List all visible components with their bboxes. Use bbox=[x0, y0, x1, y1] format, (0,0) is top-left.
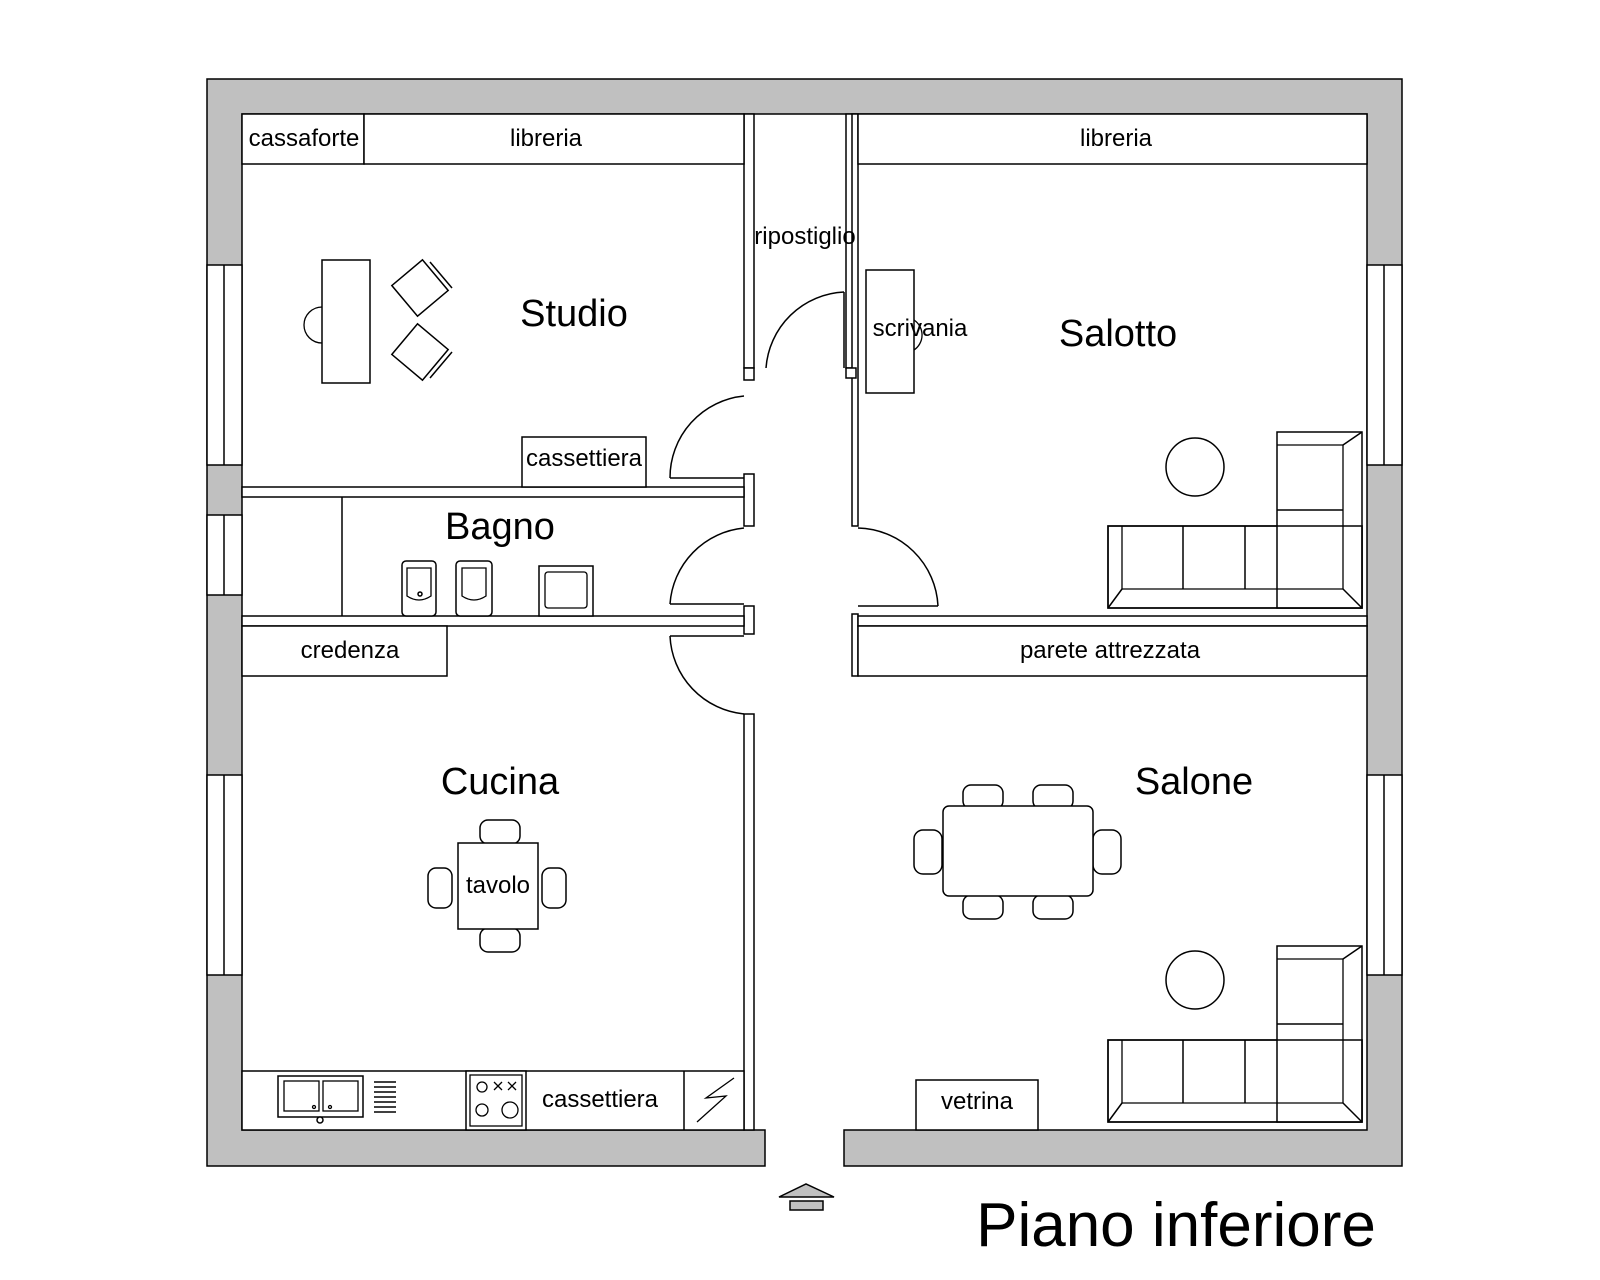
bidet-icon bbox=[455, 560, 493, 617]
vetrina-box bbox=[915, 1079, 1039, 1131]
cassettiera-studio-label: cassettiera bbox=[526, 445, 643, 472]
ripostiglio-label: ripostiglio bbox=[754, 223, 855, 250]
parete-attrezzata-label: parete attrezzata bbox=[1020, 637, 1201, 664]
interior-walls bbox=[241, 113, 1368, 1131]
desk-studio bbox=[321, 259, 371, 384]
bagno-label: Bagno bbox=[445, 506, 555, 548]
dining-table bbox=[913, 784, 1122, 920]
cassettiera-studio-box bbox=[521, 436, 647, 488]
salotto-label: Salotto bbox=[1059, 313, 1177, 355]
armchair-icon bbox=[390, 258, 453, 318]
scrivania-label: scrivania bbox=[873, 315, 968, 342]
desk-chair-icon bbox=[303, 306, 323, 344]
cucina-room: credenza Cucina tavolo bbox=[241, 625, 745, 1131]
vetrina-label: vetrina bbox=[941, 1088, 1014, 1115]
kitchen-table: tavolo bbox=[427, 819, 567, 953]
libreria-studio-label: libreria bbox=[510, 125, 583, 152]
boiler-icon bbox=[696, 1077, 735, 1123]
sink-icon bbox=[277, 1075, 364, 1124]
credenza-box bbox=[241, 625, 448, 677]
sink-icon bbox=[538, 565, 594, 617]
cucina-label: Cucina bbox=[441, 761, 560, 803]
salotto-room: libreria scrivania Salotto bbox=[857, 113, 1368, 609]
studio-label: Studio bbox=[520, 293, 628, 335]
entrance-arrow-icon bbox=[778, 1183, 835, 1211]
drainer-icon bbox=[374, 1081, 396, 1113]
outer-walls bbox=[206, 78, 1403, 1167]
door-ripostiglio bbox=[765, 291, 845, 369]
toilet-icon bbox=[401, 560, 437, 617]
credenza-label: credenza bbox=[301, 637, 400, 664]
door-bagno bbox=[669, 527, 745, 605]
libreria-salotto-label: libreria bbox=[1080, 125, 1153, 152]
door-cucina bbox=[669, 635, 745, 715]
salone-room: parete attrezzata Salone vetrina bbox=[857, 625, 1368, 1131]
plan-title: Piano inferiore bbox=[976, 1191, 1376, 1260]
armchair-icon bbox=[390, 322, 453, 382]
coffee-table-salone bbox=[1165, 950, 1225, 1010]
scrivania-desk bbox=[865, 269, 915, 394]
cassaforte-label: cassaforte bbox=[249, 125, 360, 152]
door-salotto bbox=[857, 527, 939, 607]
tavolo-label: tavolo bbox=[466, 872, 530, 899]
cassaforte-box bbox=[241, 113, 365, 165]
bagno-room: Bagno bbox=[341, 497, 594, 617]
doors bbox=[669, 291, 939, 715]
salone-label: Salone bbox=[1135, 761, 1253, 803]
libreria-salotto-box bbox=[857, 113, 1368, 165]
sofa-icon bbox=[1107, 431, 1363, 609]
stove-icon bbox=[465, 1070, 527, 1131]
parete-attrezzata-box bbox=[857, 625, 1368, 677]
sofa-icon bbox=[1107, 945, 1363, 1123]
studio-room: cassaforte libreria Studio cassettiera bbox=[241, 113, 745, 488]
coffee-table-salotto bbox=[1165, 437, 1225, 497]
libreria-studio-box bbox=[363, 113, 745, 165]
cassettiera-cucina-label: cassettiera bbox=[542, 1086, 659, 1113]
